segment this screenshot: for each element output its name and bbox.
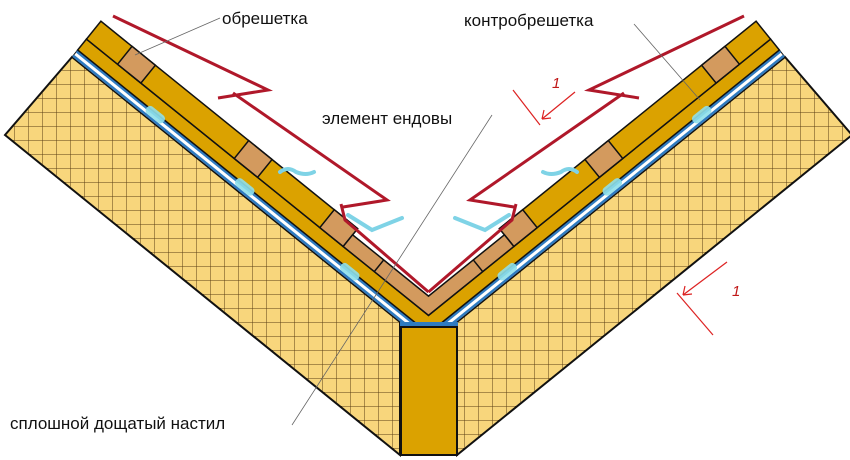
section-mark-top (512, 89, 576, 126)
section-mark-bottom (676, 261, 728, 336)
leader-line (633, 23, 701, 101)
leader-line (134, 17, 221, 56)
label-counter-lathing: контробрешетка (464, 11, 594, 30)
label-valley-element: элемент ендовы (322, 109, 452, 128)
membrane-joint (400, 322, 458, 327)
section-number: 1 (552, 75, 560, 92)
leader-line (291, 114, 493, 426)
label-solid-decking: сплошной дощатый настил (10, 414, 225, 433)
valley-rafter (400, 326, 458, 456)
section-number: 1 (732, 283, 740, 300)
label-lathing: обрешетка (222, 9, 308, 28)
